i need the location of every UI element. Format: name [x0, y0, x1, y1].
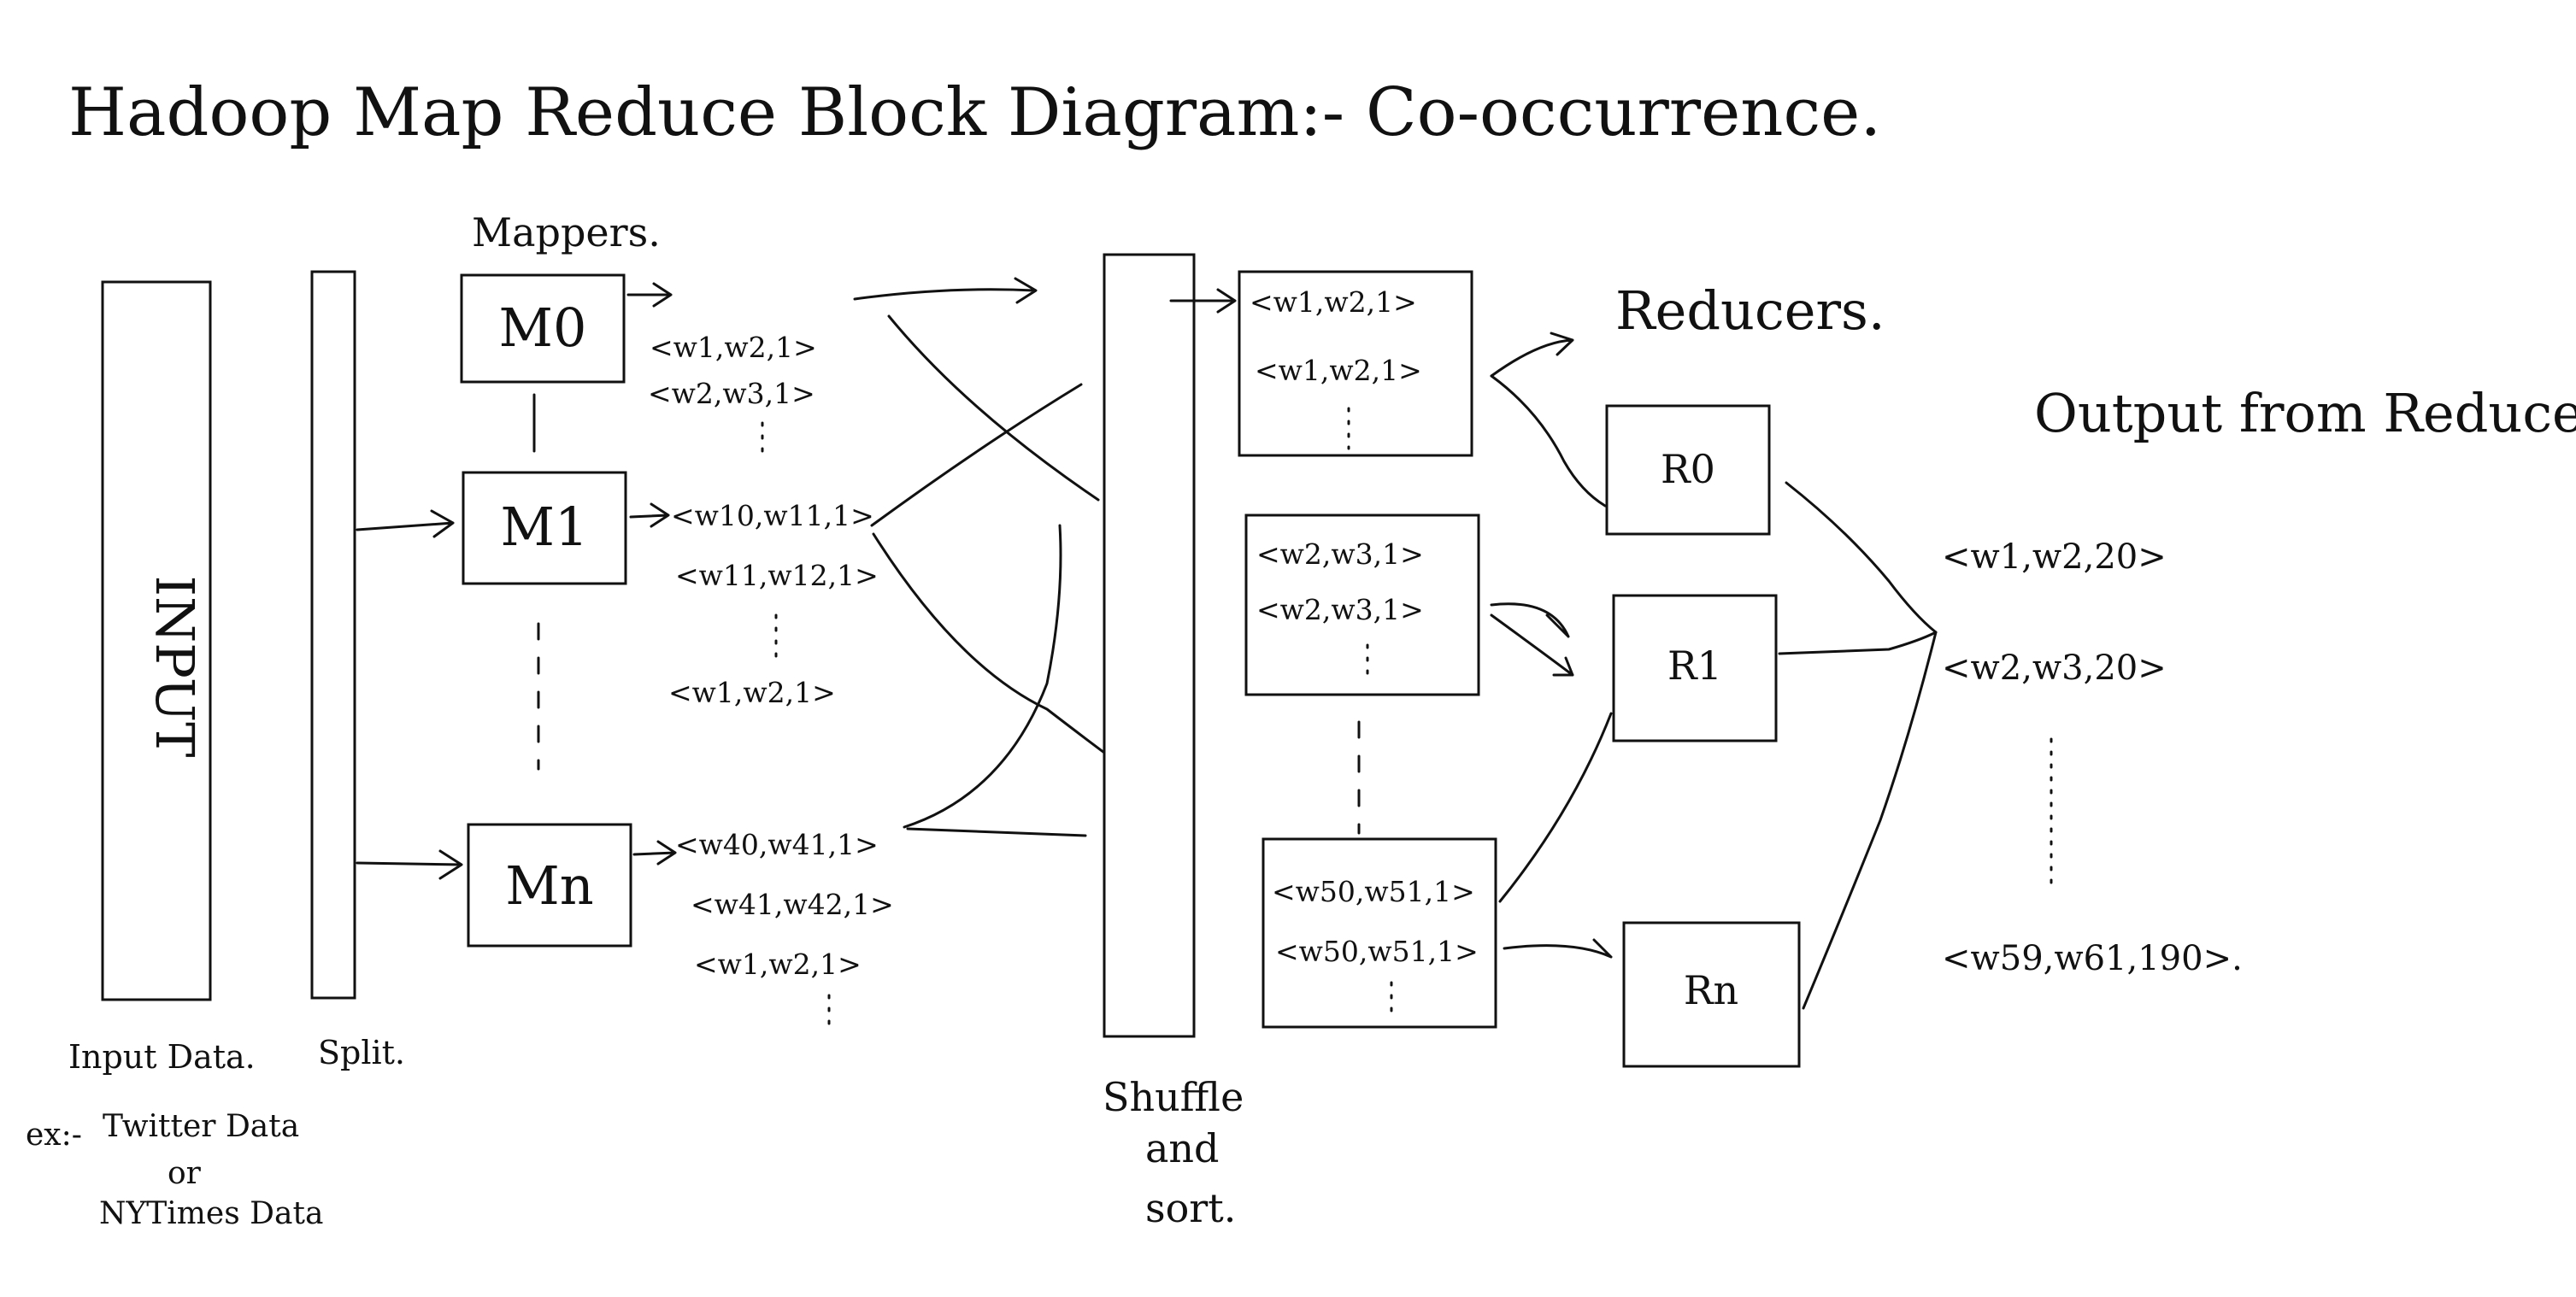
- shuffle-box: [1103, 253, 1196, 1038]
- group-1-item-2: <w1,w2,1>: [1255, 354, 1422, 387]
- shuffle-line-6: [906, 827, 1087, 837]
- group-box-3: [1262, 837, 1497, 1029]
- shuffle-line-5: [903, 524, 1062, 829]
- shuffle-caption-3: sort.: [1145, 1185, 1236, 1231]
- shuffle-line-2: [887, 314, 1100, 502]
- mn-output-3: <w1,w2,1>: [694, 948, 862, 981]
- reducer-label-r1: R1: [1667, 643, 1722, 689]
- input-box-label: INPUT: [144, 576, 206, 758]
- m0-output-1: <w1,w2,1>: [650, 331, 817, 364]
- arrow-mn-out: [632, 840, 677, 866]
- reducer-out-r1: [1778, 631, 1938, 655]
- input-example-line1: Twitter Data: [103, 1109, 299, 1144]
- mapper-box-m0: [460, 273, 626, 384]
- mn-output-2: <w41,w42,1>: [691, 888, 894, 921]
- reducer-out-rn: [1802, 631, 1938, 1010]
- arrow-shuffle-to-group1: [1169, 288, 1237, 314]
- diagram-title: Hadoop Map Reduce Block Diagram:- Co-occ…: [68, 74, 1881, 151]
- arrow-group2-to-r1a: [1490, 602, 1570, 638]
- input-box: [101, 280, 212, 1001]
- m1-output-1: <w10,w11,1>: [671, 499, 874, 532]
- output-item-2: <w2,w3,20>: [1942, 648, 2167, 688]
- arrow-split-to-m1: [356, 509, 455, 538]
- arrow-group3-up: [1498, 712, 1613, 903]
- arrow-group1-up: [1490, 332, 1574, 378]
- group-3-item-1: <w50,w51,1>: [1272, 875, 1475, 908]
- m1-output-3: <w1,w2,1>: [668, 676, 836, 709]
- group-box-1: [1238, 270, 1473, 457]
- mn-output-1: <w40,w41,1>: [675, 828, 879, 861]
- shuffle-line-3: [870, 383, 1083, 527]
- group-box-2: [1244, 514, 1480, 696]
- split-box: [310, 270, 356, 1000]
- reducer-box-r0: [1605, 404, 1771, 536]
- shuffle-caption-2: and: [1145, 1125, 1220, 1171]
- mapper-box-mn: [467, 823, 632, 948]
- output-item-3: <w59,w61,190>.: [1942, 939, 2243, 978]
- arrow-m0-out: [626, 282, 673, 308]
- reducer-out-r0: [1785, 481, 1938, 634]
- reducers-heading: Reducers.: [1615, 279, 1885, 342]
- reducer-box-r1: [1612, 594, 1778, 742]
- arrow-group2-to-r1b: [1490, 613, 1574, 677]
- mappers-heading: Mappers.: [472, 209, 661, 255]
- input-caption: Input Data.: [68, 1038, 256, 1076]
- group-1-item-1: <w1,w2,1>: [1250, 285, 1417, 319]
- input-example-prefix: ex:-: [26, 1118, 82, 1153]
- shuffle-line-1: [853, 277, 1038, 304]
- arrow-split-to-mn: [356, 849, 463, 880]
- group-2-item-1: <w2,w3,1>: [1256, 537, 1424, 571]
- reducer-box-rn: [1622, 921, 1801, 1068]
- arrow-m1-out: [629, 502, 670, 528]
- output-item-1: <w1,w2,20>: [1942, 537, 2167, 577]
- group-2-item-2: <w2,w3,1>: [1256, 593, 1424, 626]
- mapper-label-m1: M1: [501, 496, 589, 558]
- group-3-item-2: <w50,w51,1>: [1275, 935, 1479, 968]
- m0-output-2: <w2,w3,1>: [648, 377, 815, 410]
- shuffle-caption-1: Shuffle: [1103, 1074, 1244, 1120]
- reducer-label-rn: Rn: [1684, 967, 1738, 1013]
- output-heading: Output from Reducer.: [2034, 382, 2576, 444]
- input-example-line2: NYTimes Data: [99, 1196, 323, 1231]
- mapper-label-m0: M0: [499, 296, 587, 359]
- arrow-group1-to-r0: [1490, 374, 1607, 508]
- mapper-label-mn: Mn: [505, 854, 593, 917]
- reducer-label-r0: R0: [1661, 446, 1715, 492]
- input-example-or: or: [168, 1156, 202, 1191]
- split-caption: Split.: [318, 1034, 405, 1071]
- mapper-box-m1: [462, 471, 627, 585]
- arrow-group3-to-rn: [1503, 938, 1613, 959]
- m1-output-2: <w11,w12,1>: [675, 559, 879, 592]
